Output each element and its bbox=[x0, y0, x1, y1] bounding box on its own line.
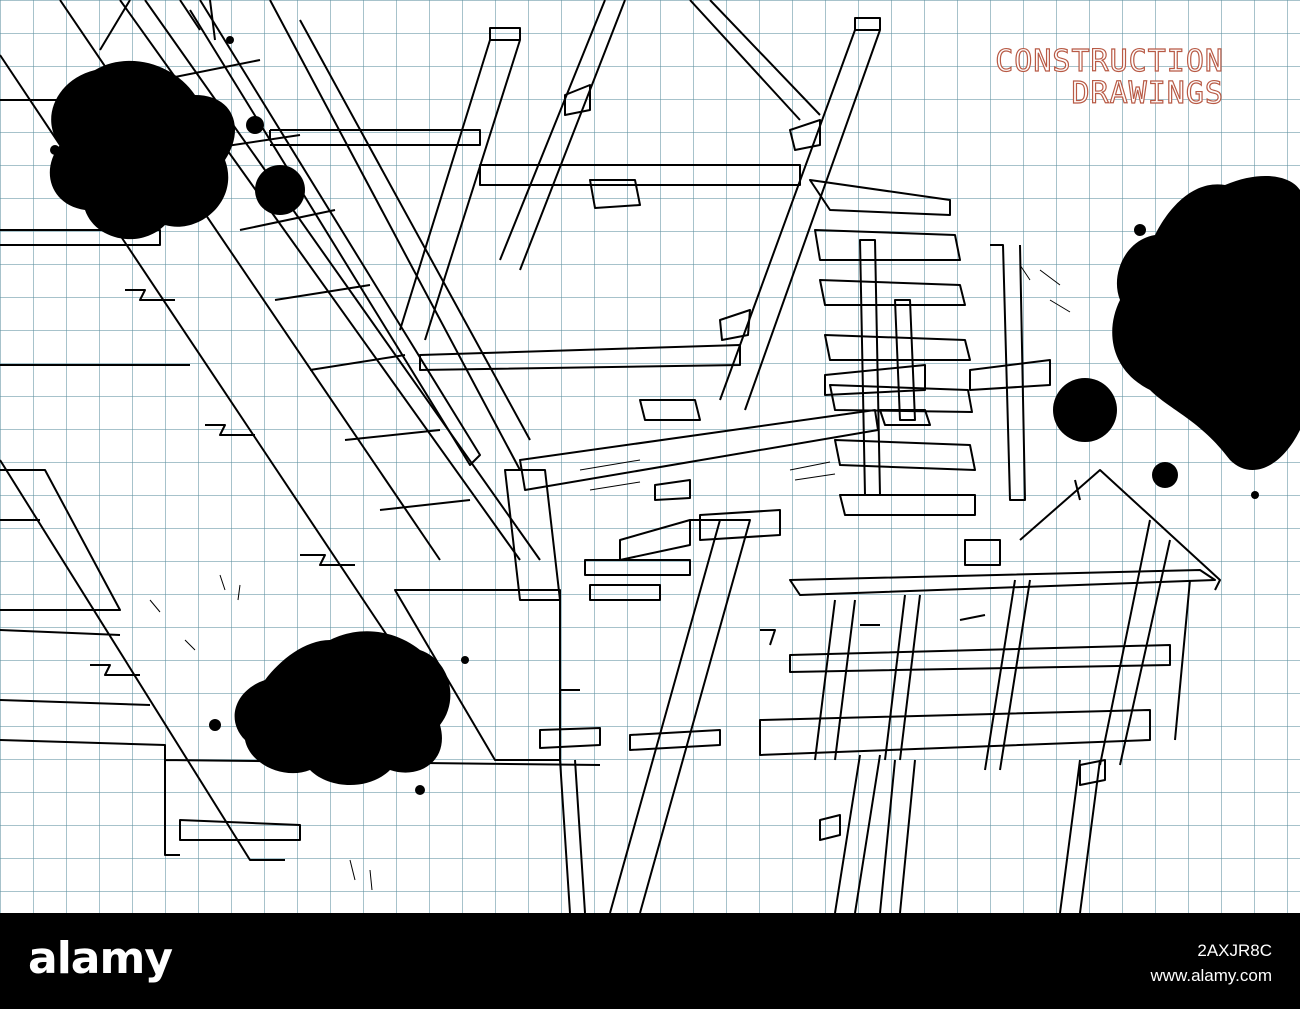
site-url: www.alamy.com bbox=[1150, 965, 1272, 985]
steel-structure-illustration bbox=[0, 0, 1300, 913]
image-id: 2AXJR8C bbox=[1197, 941, 1272, 960]
watermark-info: 2AXJR8C www.alamy.com bbox=[1150, 939, 1272, 988]
watermark-bar: alamy 2AXJR8C www.alamy.com bbox=[0, 913, 1300, 1009]
title-line-2: DRAWINGS bbox=[1071, 76, 1224, 112]
construction-drawing: CONSTRUCTION DRAWINGS bbox=[0, 0, 1300, 913]
title-block: CONSTRUCTION DRAWINGS bbox=[995, 44, 1224, 112]
title-line-1: CONSTRUCTION bbox=[995, 44, 1224, 79]
alamy-logo: alamy bbox=[28, 933, 173, 984]
ink-splatter-group bbox=[49, 36, 1300, 795]
